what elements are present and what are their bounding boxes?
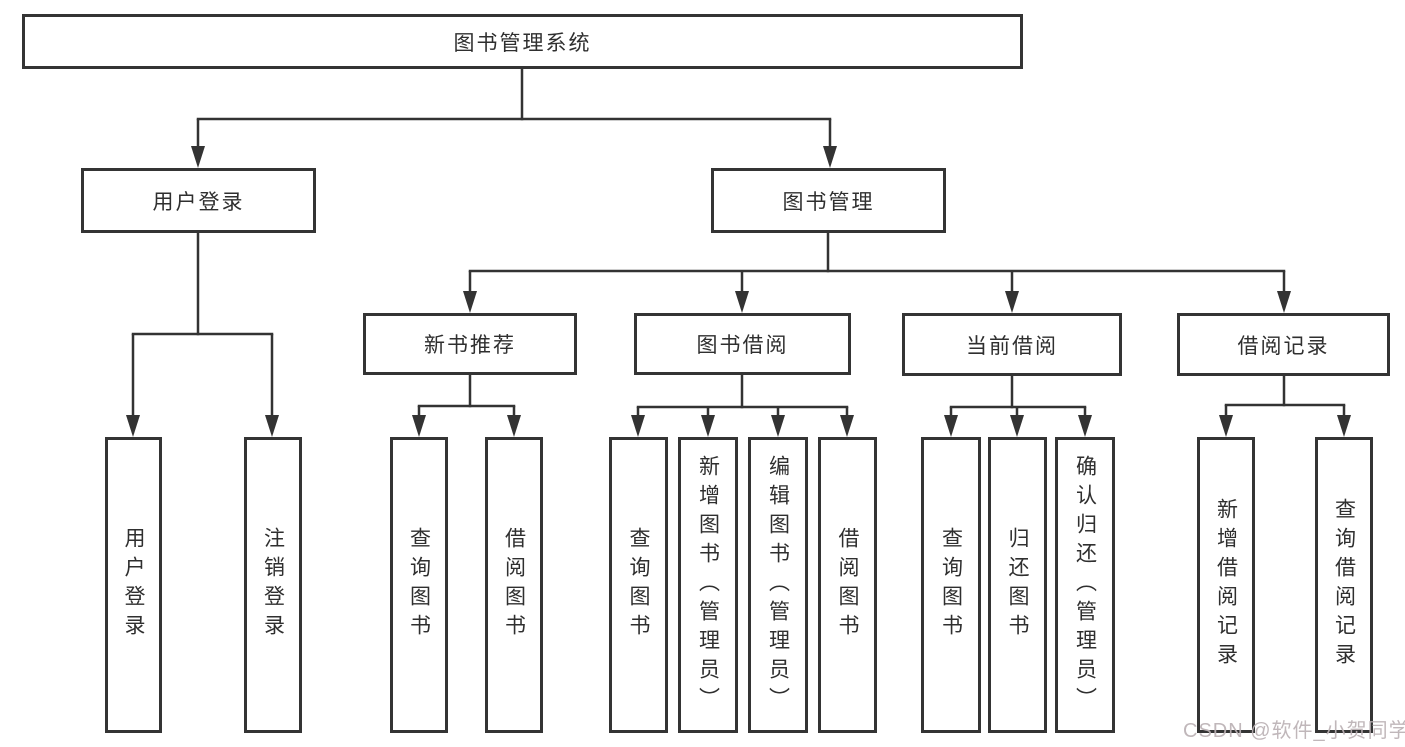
- leaf-label: 归还图书: [1006, 527, 1029, 643]
- leaf-edit-books-admin: 编辑图书（管理员）: [748, 437, 808, 733]
- leaf-label: 新增图书（管理员）: [696, 454, 720, 716]
- leaf-label: 借阅图书: [502, 527, 526, 643]
- leaf-label: 用户登录: [122, 527, 145, 643]
- leaf-add-books-admin: 新增图书（管理员）: [678, 437, 738, 733]
- node-label: 当前借阅: [966, 334, 1058, 358]
- node-label: 图书管理: [782, 190, 875, 214]
- node-user-login: 用户登录: [81, 168, 316, 233]
- node-label: 图书借阅: [696, 334, 789, 357]
- leaf-add-borrow-record: 新增借阅记录: [1197, 437, 1255, 733]
- leaf-label: 注销登录: [261, 527, 285, 643]
- leaf-label: 借阅图书: [836, 527, 859, 643]
- leaf-query-books-current: 查询图书: [921, 437, 981, 733]
- leaf-label: 新增借阅记录: [1214, 498, 1238, 672]
- leaf-confirm-return-admin: 确认归还（管理员）: [1055, 437, 1115, 733]
- arrowheads: [126, 146, 1351, 437]
- leaf-query-borrow-record: 查询借阅记录: [1315, 437, 1373, 733]
- leaf-label: 查询图书: [407, 527, 431, 643]
- node-new-book-recommend: 新书推荐: [363, 313, 577, 375]
- node-book-borrowing: 图书借阅: [634, 313, 851, 375]
- leaf-logout: 注销登录: [244, 437, 302, 733]
- leaf-query-books-recommend: 查询图书: [390, 437, 448, 733]
- leaf-borrow-books-recommend: 借阅图书: [485, 437, 543, 733]
- leaf-label: 确认归还（管理员）: [1073, 454, 1097, 716]
- node-library-management-system: 图书管理系统: [22, 14, 1023, 69]
- leaf-label: 查询图书: [627, 527, 650, 643]
- leaf-label: 编辑图书（管理员）: [766, 454, 790, 716]
- leaf-query-books-borrow: 查询图书: [609, 437, 668, 733]
- leaf-borrow-books: 借阅图书: [818, 437, 877, 733]
- node-borrowing-records: 借阅记录: [1177, 313, 1390, 376]
- node-current-borrowing: 当前借阅: [902, 313, 1122, 376]
- csdn-watermark: CSDN @软件_小贺同学: [1183, 720, 1405, 742]
- node-book-management: 图书管理: [711, 168, 946, 233]
- leaf-label: 查询借阅记录: [1332, 498, 1356, 672]
- leaf-user-login: 用户登录: [105, 437, 162, 733]
- node-label: 用户登录: [152, 190, 245, 214]
- leaf-return-books: 归还图书: [988, 437, 1047, 733]
- node-label: 借阅记录: [1237, 334, 1330, 358]
- node-label: 图书管理系统: [453, 31, 592, 55]
- leaf-label: 查询图书: [939, 527, 963, 643]
- node-label: 新书推荐: [424, 334, 516, 357]
